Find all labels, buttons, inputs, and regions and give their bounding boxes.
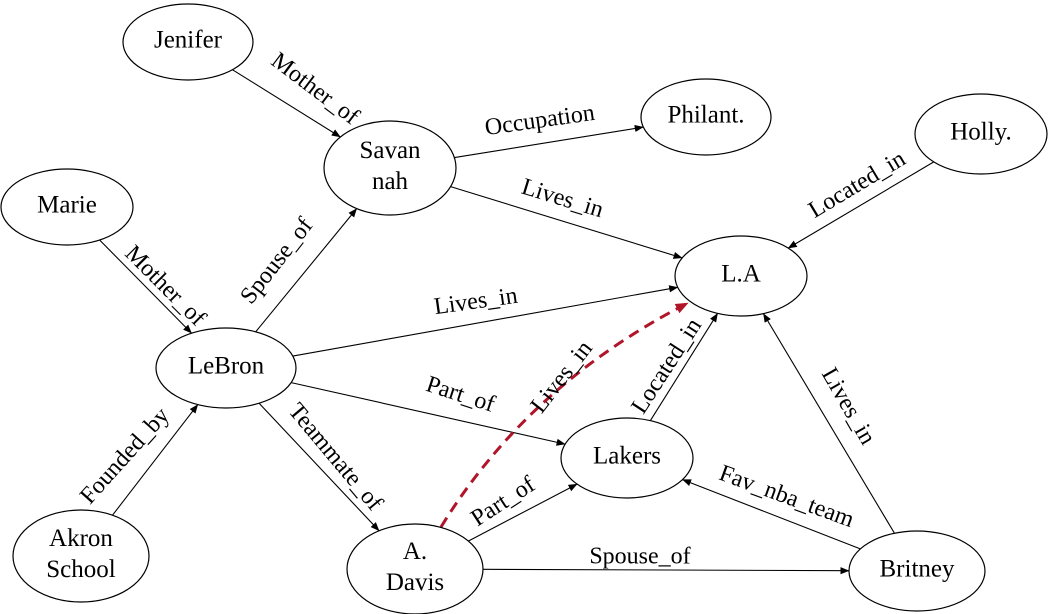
node-label-lakers: Lakers bbox=[593, 443, 661, 470]
edge-line-lebron-lives-in-la bbox=[292, 285, 679, 357]
node-label-holly: Holly. bbox=[950, 119, 1012, 146]
edge-akron-founded-by-lebron bbox=[112, 404, 199, 516]
edge-label-lebron-spouse-of-savannah: Spouse_of bbox=[235, 213, 318, 309]
node-label-la: L.A bbox=[721, 261, 761, 288]
edge-holly-located-in-la bbox=[787, 161, 935, 249]
edge-lebron-part-of-lakers bbox=[291, 382, 566, 446]
edge-britney-lives-in-la bbox=[762, 313, 895, 534]
inferred-edge-adavis-lives-in-la-inferred bbox=[439, 301, 689, 528]
node-holly: Holly. bbox=[914, 93, 1048, 175]
node-lakers: Lakers bbox=[560, 417, 694, 499]
node-ellipse-savannah bbox=[323, 120, 457, 216]
edge-adavis-spouse-of-britney bbox=[482, 567, 850, 575]
node-ellipse-marie bbox=[0, 168, 134, 246]
edge-savannah-lives-in-la bbox=[450, 186, 683, 259]
edge-lakers-located-in-la bbox=[649, 313, 719, 421]
node-ellipse-la bbox=[674, 235, 808, 317]
edge-lebron-teammate-of-adavis bbox=[258, 402, 380, 532]
edge-line-savannah-occupation-philant bbox=[454, 124, 644, 159]
edge-line-lebron-part-of-lakers bbox=[291, 382, 566, 446]
edge-lebron-lives-in-la bbox=[292, 285, 679, 357]
node-adavis: A. Davis bbox=[346, 523, 484, 614]
node-savannah: Savan nah bbox=[323, 120, 457, 216]
node-label-akron-line-1: Akron bbox=[49, 525, 113, 552]
node-label-marie: Marie bbox=[37, 192, 97, 219]
edge-label-savannah-occupation-philant: Occupation bbox=[483, 100, 596, 141]
edge-line-jenifer-mother-of-savannah bbox=[232, 69, 341, 138]
edge-label-britney-fav-nba-team-lakers: Fav_nba_team bbox=[716, 460, 858, 533]
node-label-savannah-line-1: Savan bbox=[359, 137, 421, 164]
edge-label-adavis-spouse-of-britney: Spouse_of bbox=[589, 544, 690, 570]
node-label-britney: Britney bbox=[880, 556, 955, 583]
edge-label-lebron-lives-in-la: Lives_in bbox=[432, 283, 519, 320]
edge-britney-fav-nba-team-lakers bbox=[682, 479, 861, 550]
edge-label-akron-founded-by-lebron: Founded_by bbox=[75, 403, 175, 510]
node-label-savannah-line-2: nah bbox=[372, 168, 409, 195]
edge-line-holly-located-in-la bbox=[787, 161, 935, 249]
node-label-philant: Philant. bbox=[667, 102, 744, 129]
edge-adavis-part-of-lakers bbox=[468, 483, 578, 542]
node-marie: Marie bbox=[0, 168, 134, 246]
edge-label-marie-mother-of-lebron: Mother_of bbox=[120, 240, 211, 331]
node-ellipse-adavis bbox=[346, 523, 484, 614]
node-ellipse-akron bbox=[12, 509, 150, 603]
edge-label-savannah-lives-in-la: Lives_in bbox=[518, 174, 606, 223]
edge-line-lakers-located-in-la bbox=[649, 313, 719, 421]
node-britney: Britney bbox=[848, 530, 986, 612]
edge-line-marie-mother-of-lebron bbox=[99, 239, 192, 334]
edge-line-adavis-part-of-lakers bbox=[468, 483, 578, 542]
node-ellipse-jenifer bbox=[122, 3, 254, 81]
node-jenifer: Jenifer bbox=[122, 3, 254, 81]
edge-label-lebron-part-of-lakers: Part_of bbox=[423, 371, 498, 418]
node-label-jenifer: Jenifer bbox=[154, 27, 223, 54]
edge-label-lakers-located-in-la: Located_in bbox=[626, 314, 707, 419]
edge-line-akron-founded-by-lebron bbox=[112, 404, 199, 516]
node-label-adavis-line-2: Davis bbox=[386, 569, 444, 596]
node-ellipse-holly bbox=[914, 93, 1048, 175]
edge-marie-mother-of-lebron bbox=[99, 239, 192, 334]
node-philant: Philant. bbox=[640, 78, 772, 156]
edge-line-savannah-lives-in-la bbox=[450, 186, 683, 259]
edges-layer bbox=[99, 69, 935, 575]
node-label-adavis-line-1: A. bbox=[403, 538, 427, 565]
node-label-akron-line-2: School bbox=[46, 556, 116, 583]
node-ellipse-lakers bbox=[560, 417, 694, 499]
edge-jenifer-mother-of-savannah bbox=[232, 69, 341, 138]
node-ellipse-britney bbox=[848, 530, 986, 612]
node-ellipse-philant bbox=[640, 78, 772, 156]
edge-line-britney-lives-in-la bbox=[762, 313, 895, 534]
node-la: L.A bbox=[674, 235, 808, 317]
edge-line-adavis-spouse-of-britney bbox=[482, 567, 850, 575]
edge-lebron-spouse-of-savannah bbox=[255, 208, 358, 333]
edge-savannah-occupation-philant bbox=[454, 124, 644, 159]
node-ellipse-lebron bbox=[155, 327, 297, 409]
edge-line-lebron-spouse-of-savannah bbox=[255, 208, 358, 333]
edge-label-jenifer-mother-of-savannah: Mother_of bbox=[266, 48, 364, 131]
edge-line-britney-fav-nba-team-lakers bbox=[682, 479, 861, 550]
node-label-lebron: LeBron bbox=[188, 353, 265, 380]
edge-label-lebron-teammate-of-adavis: Teammate_of bbox=[283, 398, 388, 516]
edge-label-britney-lives-in-la: Lives_in bbox=[816, 363, 881, 449]
node-lebron: LeBron bbox=[155, 327, 297, 409]
edge-label-adavis-lives-in-la-inferred: Lives_in bbox=[526, 336, 598, 418]
edge-line-lebron-teammate-of-adavis bbox=[258, 402, 380, 532]
